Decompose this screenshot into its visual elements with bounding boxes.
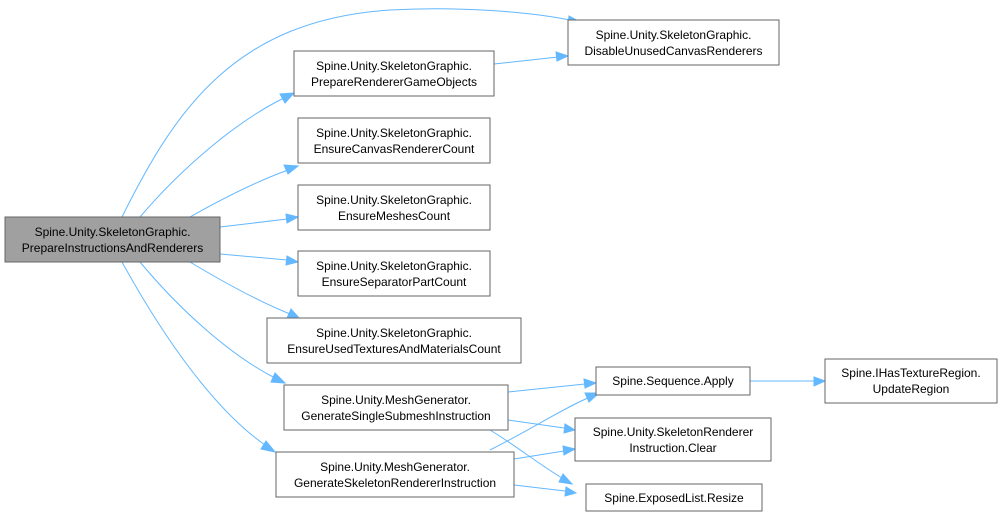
node-label-line1: Spine.Unity.SkeletonRenderer (593, 425, 754, 439)
node-label-line2: DisableUnusedCanvasRenderers (584, 44, 762, 58)
arrow-skeleton-resize (564, 486, 578, 497)
node-generate-single-submesh-instruction[interactable]: Spine.Unity.MeshGenerator. GenerateSingl… (283, 384, 509, 431)
node-label-line1: Spine.Unity.MeshGenerator. (321, 393, 471, 407)
edge-single-resize (489, 429, 563, 479)
edge-skeleton-clear (513, 450, 565, 460)
edge-root-meshes (219, 218, 288, 228)
edge-single-apply (507, 383, 586, 393)
node-label-line1: Spine.IHasTextureRegion. (841, 366, 980, 380)
arrow-root-meshes (285, 213, 300, 224)
node-prepare-instructions-and-renderers[interactable]: Spine.Unity.SkeletonGraphic. PrepareInst… (4, 216, 221, 263)
node-sequence-apply[interactable]: Spine.Sequence.Apply (595, 366, 751, 396)
node-label-line2: GenerateSkeletonRendererInstruction (294, 476, 496, 490)
edge-root-prepare (139, 97, 285, 218)
node-label-line1: Spine.Unity.SkeletonGraphic. (316, 259, 472, 273)
arrow-prepare-disable (555, 51, 570, 62)
node-ensure-canvas-renderer-count[interactable]: Spine.Unity.SkeletonGraphic. EnsureCanva… (297, 117, 491, 164)
edge-root-single (139, 261, 276, 379)
node-ihas-texture-region-update-region[interactable]: Spine.IHasTextureRegion. UpdateRegion (824, 358, 998, 404)
arrow-single-clear (563, 423, 577, 434)
arrow-root-skeleton (260, 440, 277, 453)
node-label-line1: Spine.Unity.MeshGenerator. (320, 460, 470, 474)
node-label-line2: PrepareInstructionsAndRenderers (22, 241, 203, 255)
node-ensure-used-textures-and-materials-count[interactable]: Spine.Unity.SkeletonGraphic. EnsureUsedT… (266, 317, 522, 364)
edge-single-clear (507, 419, 565, 429)
node-generate-skeleton-renderer-instruction[interactable]: Spine.Unity.MeshGenerator. GenerateSkele… (275, 451, 515, 498)
node-label-line1: Spine.Unity.SkeletonGraphic. (316, 126, 472, 140)
arrow-single-resize (558, 473, 574, 485)
node-label-line1: Spine.ExposedList.Resize (604, 491, 744, 505)
node-label-line2: EnsureSeparatorPartCount (322, 275, 467, 289)
node-ensure-meshes-count[interactable]: Spine.Unity.SkeletonGraphic. EnsureMeshe… (297, 184, 491, 231)
edge-skeleton-apply (489, 396, 591, 451)
node-label-line1: Spine.Unity.SkeletonGraphic. (316, 193, 472, 207)
node-label-line2: PrepareRendererGameObjects (311, 75, 477, 89)
node-exposed-list-resize[interactable]: Spine.ExposedList.Resize (585, 483, 763, 512)
node-label-line2: EnsureMeshesCount (338, 209, 451, 223)
node-label-line2: Instruction.Clear (629, 441, 716, 455)
node-label-line1: Spine.Unity.SkeletonGraphic. (316, 326, 472, 340)
node-prepare-renderer-game-objects[interactable]: Spine.Unity.SkeletonGraphic. PrepareRend… (293, 50, 495, 97)
edge-root-skeleton (121, 261, 266, 446)
node-label-line2: EnsureCanvasRendererCount (314, 142, 475, 156)
arrow-single-apply (583, 378, 598, 389)
arrow-root-separator (285, 255, 300, 266)
arrow-skeleton-clear (562, 445, 577, 456)
edges (121, 8, 827, 497)
edge-root-canvas (189, 169, 289, 218)
node-label-line2: GenerateSingleSubmeshInstruction (301, 409, 490, 423)
node-label-line2: EnsureUsedTexturesAndMaterialsCount (287, 342, 501, 356)
arrow-apply-update (813, 376, 827, 387)
node-label-line2: UpdateRegion (873, 382, 950, 396)
arrow-root-single (270, 372, 287, 384)
edge-skeleton-resize (513, 484, 566, 492)
node-skeleton-renderer-instruction-clear[interactable]: Spine.Unity.SkeletonRenderer Instruction… (574, 417, 772, 462)
node-disable-unused-canvas-renderers[interactable]: Spine.Unity.SkeletonGraphic. DisableUnus… (567, 19, 780, 66)
arrow-root-prepare (279, 92, 296, 104)
edge-prepare-disable (493, 56, 559, 65)
node-label-line1: Spine.Unity.SkeletonGraphic. (35, 225, 191, 239)
edge-root-textures (189, 261, 291, 315)
node-label-line1: Spine.Unity.SkeletonGraphic. (316, 59, 472, 73)
node-label-line1: Spine.Sequence.Apply (612, 374, 733, 388)
node-label-line1: Spine.Unity.SkeletonGraphic. (596, 28, 752, 42)
arrow-root-canvas (283, 164, 300, 175)
edge-root-separator (219, 253, 288, 261)
node-ensure-separator-part-count[interactable]: Spine.Unity.SkeletonGraphic. EnsureSepar… (297, 250, 491, 297)
edge-root-disable (121, 8, 571, 218)
